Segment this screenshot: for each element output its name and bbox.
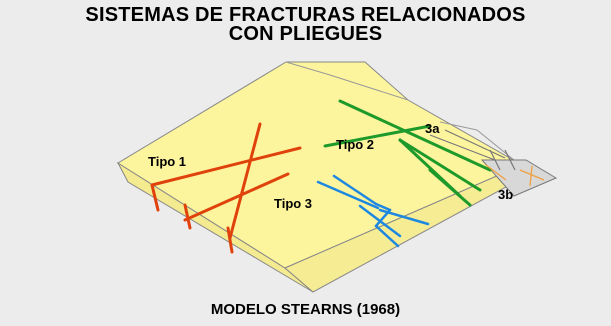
tipo3a-fracture-4 <box>504 149 516 171</box>
label-tipo3b: 3b <box>498 187 513 202</box>
tipo3-fracture-7 <box>358 204 402 238</box>
tipo1-fracture-cross <box>150 146 302 187</box>
tipo3a-fracture-2 <box>444 129 506 159</box>
fold-hinge-line <box>285 61 409 101</box>
diagram-caption: MODELO STEARNS (1968) <box>210 301 401 318</box>
tipo2-fracture-4 <box>398 138 482 192</box>
tipo1-fracture-vert-3 <box>226 226 234 254</box>
tipo1-fracture-diag-1 <box>183 172 290 222</box>
tipo3a-fracture-3 <box>489 149 501 171</box>
tipo3-fracture-3 <box>374 202 392 212</box>
tipo1-fractures <box>150 122 302 254</box>
tipo3b-fracture-2 <box>519 169 545 181</box>
fold-edge-line <box>439 121 478 131</box>
tipo1-fracture-main <box>228 122 262 240</box>
tipo3-fracture-1 <box>316 180 380 210</box>
tipo3-fracture-5 <box>374 224 400 248</box>
tipo3b-fracture-1 <box>485 164 507 181</box>
tipo3-fracture-2 <box>332 174 378 206</box>
label-tipo3a: 3a <box>425 121 440 136</box>
tipo3b-fracture-3 <box>529 165 533 187</box>
tipo2-fractures <box>323 99 492 207</box>
tipo3-fractures <box>316 174 430 248</box>
tipo2-fracture-1 <box>338 99 492 172</box>
label-tipo3: Tipo 3 <box>274 196 312 211</box>
title-line-2: CON PLIEGUES <box>228 23 383 45</box>
tipo3a-fractures <box>429 129 516 171</box>
diagram-title: SISTEMAS DE FRACTURAS RELACIONADOS CON P… <box>0 4 611 45</box>
tipo1-fracture-vert-1 <box>150 183 160 212</box>
title-line-1: SISTEMAS DE FRACTURAS RELACIONADOS <box>85 4 526 26</box>
tipo1-fracture-vert-2 <box>183 203 192 230</box>
label-tipo1: Tipo 1 <box>148 154 186 169</box>
tipo2-fracture-5 <box>428 168 472 207</box>
tipo3a-fracture-1 <box>429 134 496 161</box>
tipo2-fracture-2 <box>323 124 432 148</box>
tipo3b-fractures <box>485 164 545 187</box>
label-tipo2: Tipo 2 <box>336 137 374 152</box>
cutaway-slab <box>480 159 558 197</box>
tipo3-fracture-6 <box>378 208 430 226</box>
